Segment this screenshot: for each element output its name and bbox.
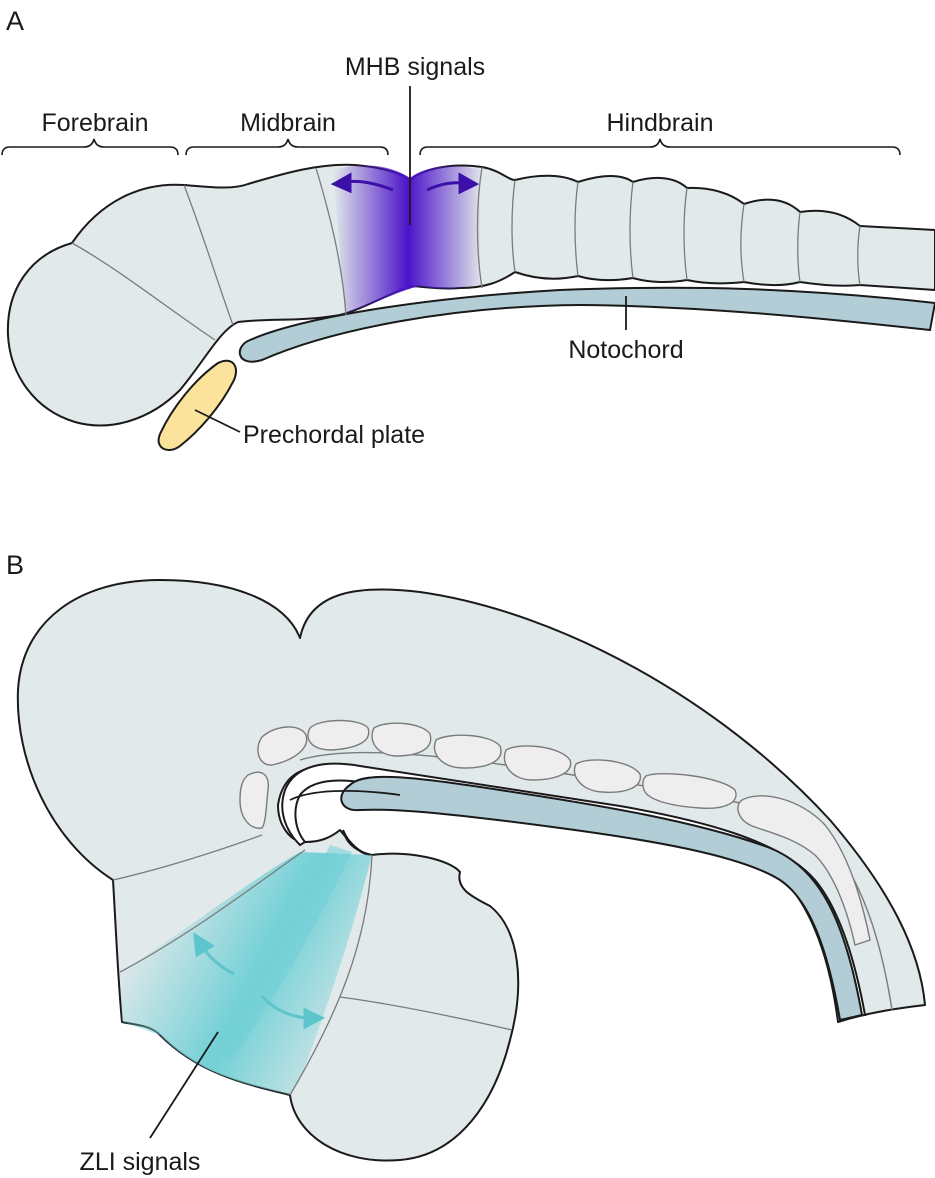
zli-leader <box>149 1031 219 1139</box>
panel-b-letter: B <box>6 550 24 580</box>
notochord-b <box>340 775 864 1022</box>
zli-signals-label: ZLI signals <box>80 1148 201 1176</box>
panel-a-letter: A <box>6 6 24 36</box>
zli-arrows <box>193 932 326 1030</box>
prechordal-leader <box>194 409 241 433</box>
hindbrain-label: Hindbrain <box>606 109 713 137</box>
prechordal-plate <box>157 359 237 451</box>
notochord-a <box>238 286 935 363</box>
midbrain-label: Midbrain <box>240 109 336 137</box>
midbrain-brace <box>185 138 389 156</box>
zli-core <box>212 845 352 1060</box>
mhb-signals-label: MHB signals <box>345 53 485 81</box>
hindbrain-inner-b <box>289 789 401 801</box>
prechordal-plate-label: Prechordal plate <box>243 421 425 449</box>
notochord-label: Notochord <box>568 336 683 364</box>
mhb-arrows <box>330 172 480 195</box>
forebrain-brace <box>1 138 179 156</box>
neural-tube-a-segments <box>71 166 861 341</box>
hindbrain-brace <box>419 138 901 156</box>
forebrain-label: Forebrain <box>42 109 149 137</box>
neural-tube-b-segments <box>112 834 513 1096</box>
rhombomeres-b <box>239 719 871 946</box>
